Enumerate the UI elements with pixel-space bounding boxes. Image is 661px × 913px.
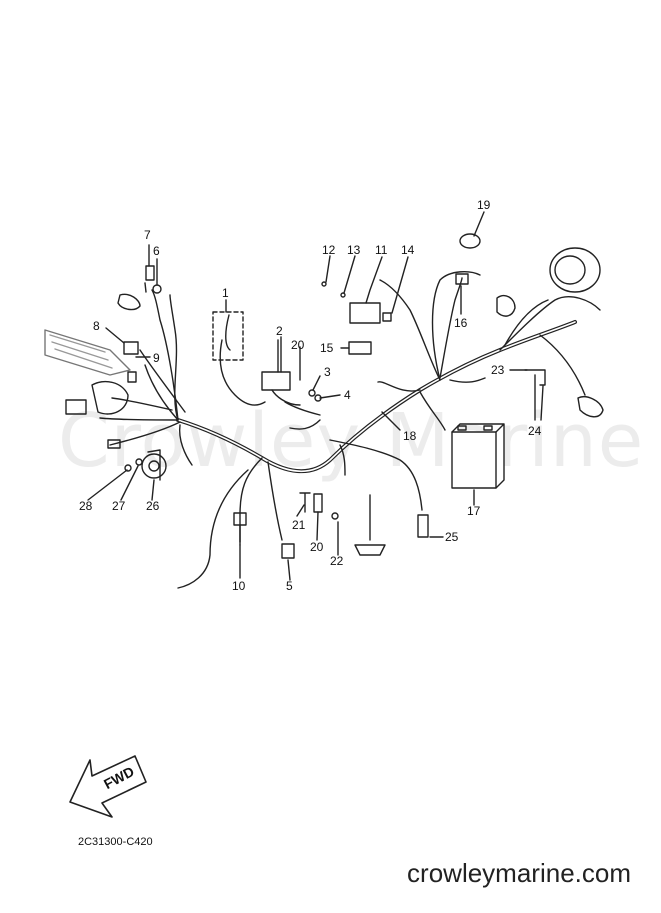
callout-16: 16 — [454, 316, 468, 330]
part-code: 2C31300-C420 — [78, 836, 153, 848]
callout-22: 22 — [330, 554, 344, 568]
callout-26: 26 — [146, 499, 160, 513]
callout-10: 10 — [232, 579, 246, 593]
callout-24: 24 — [528, 424, 542, 438]
callout-19: 19 — [477, 198, 491, 212]
callout-2: 2 — [276, 324, 283, 338]
callout-5: 5 — [286, 579, 293, 593]
callout-18: 18 — [403, 429, 417, 443]
callout-28: 28 — [79, 499, 93, 513]
callout-21: 21 — [292, 518, 306, 532]
callout-23: 23 — [491, 363, 505, 377]
callout-20-upper: 20 — [291, 338, 305, 352]
callout-25: 25 — [445, 530, 459, 544]
callout-13: 13 — [347, 243, 361, 257]
callout-7: 7 — [144, 228, 151, 242]
callout-11: 11 — [375, 243, 388, 257]
site-watermark: crowleymarine.com — [407, 858, 631, 888]
callout-17: 17 — [467, 504, 481, 518]
callout-20-lower: 20 — [310, 540, 324, 554]
callout-12: 12 — [322, 243, 336, 257]
callout-15: 15 — [320, 341, 334, 355]
callout-9: 9 — [153, 351, 160, 365]
callout-1: 1 — [222, 286, 229, 300]
callout-6: 6 — [153, 244, 160, 258]
callout-14: 14 — [401, 243, 415, 257]
callout-3: 3 — [324, 365, 331, 379]
callout-8: 8 — [93, 319, 100, 333]
callout-4: 4 — [344, 388, 351, 402]
callout-27: 27 — [112, 499, 126, 513]
